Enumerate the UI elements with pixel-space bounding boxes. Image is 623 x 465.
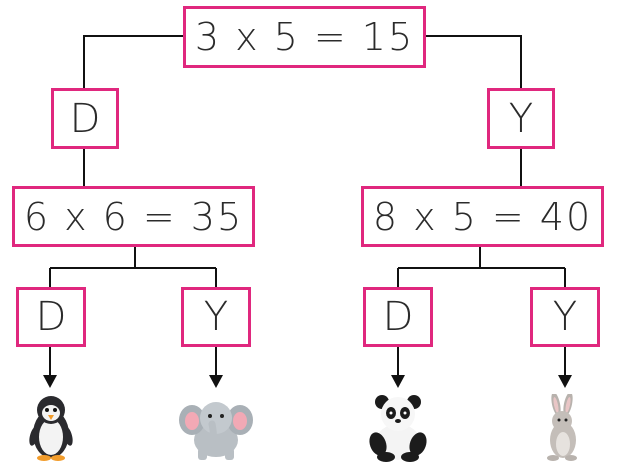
answer-text: Y (203, 294, 229, 340)
answer-text: Y (552, 294, 578, 340)
left-equation-box: 6 x 6 = 35 (12, 186, 255, 247)
answer-box-d-top: D (51, 88, 119, 149)
right-equation-text: 8 x 5 = 40 (372, 194, 593, 239)
answer-box-y-2: Y (530, 287, 600, 347)
answer-text: D (35, 294, 67, 340)
arrowhead-3 (391, 375, 405, 388)
right-equation-box: 8 x 5 = 40 (361, 186, 604, 247)
arrowhead-4 (558, 375, 572, 388)
connector-root-right (426, 35, 522, 88)
arrowhead-1 (43, 375, 57, 388)
rabbit-icon (547, 394, 577, 461)
answer-text: D (382, 294, 414, 340)
answer-box-y-top: Y (487, 88, 555, 149)
left-equation-text: 6 x 6 = 35 (23, 194, 244, 239)
panda-icon (369, 395, 427, 462)
answer-box-d-1: D (16, 287, 86, 347)
root-equation-box: 3 x 5 = 15 (183, 6, 426, 68)
answer-box-y-1: Y (181, 287, 251, 347)
penguin-icon (29, 396, 73, 461)
answer-text: Y (508, 95, 534, 142)
answer-text: D (69, 95, 101, 142)
root-equation-text: 3 x 5 = 15 (194, 15, 415, 59)
elephant-icon (179, 402, 253, 460)
answer-box-d-2: D (363, 287, 433, 347)
arrowhead-2 (209, 375, 223, 388)
connector-root-left (83, 35, 183, 88)
